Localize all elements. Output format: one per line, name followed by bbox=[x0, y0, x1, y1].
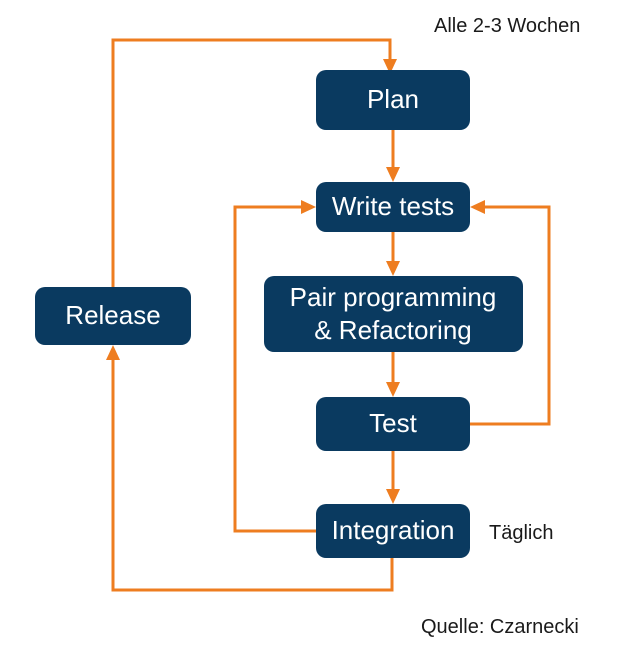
arrow-head-icon bbox=[301, 200, 316, 214]
arrow-head-icon bbox=[386, 489, 400, 504]
node-plan-label: Plan bbox=[367, 84, 419, 114]
node-test[interactable]: Test bbox=[316, 397, 470, 451]
arrow-head-icon bbox=[470, 200, 485, 214]
node-integration-label: Integration bbox=[332, 515, 455, 545]
node-plan[interactable]: Plan bbox=[316, 70, 470, 130]
annotation-source: Quelle: Czarnecki bbox=[421, 616, 579, 638]
node-integration-rect[interactable] bbox=[316, 504, 470, 558]
node-release-rect[interactable] bbox=[35, 287, 191, 345]
node-test-rect[interactable] bbox=[316, 397, 470, 451]
node-test-label: Test bbox=[369, 408, 417, 438]
edge-test-to-integration bbox=[386, 451, 400, 504]
edge-integration-to-write-tests bbox=[233, 200, 316, 533]
arrow-head-icon bbox=[383, 59, 397, 74]
node-release-label: Release bbox=[65, 300, 160, 330]
node-pair-programming-rect[interactable] bbox=[264, 276, 523, 352]
arrow-head-icon bbox=[386, 167, 400, 182]
edge-write-tests-to-pair bbox=[386, 232, 400, 276]
edge-test-to-write-tests bbox=[470, 200, 551, 426]
edge-integration-to-release bbox=[106, 345, 394, 592]
node-pair-programming-label-line1: Pair programming bbox=[290, 282, 497, 312]
node-pair-programming-label-line2: & Refactoring bbox=[314, 315, 472, 345]
node-plan-rect[interactable] bbox=[316, 70, 470, 130]
annotation-iteration-cadence: Alle 2-3 Wochen bbox=[434, 15, 580, 37]
node-release[interactable]: Release bbox=[35, 287, 191, 345]
arrow-head-icon bbox=[386, 261, 400, 276]
node-write-tests-rect[interactable] bbox=[316, 182, 470, 232]
annotation-daily-cadence: Täglich bbox=[489, 522, 553, 544]
node-write-tests-label: Write tests bbox=[332, 191, 454, 221]
node-integration[interactable]: Integration bbox=[316, 504, 470, 558]
edge-pair-to-test bbox=[386, 352, 400, 397]
node-pair-programming[interactable]: Pair programming & Refactoring bbox=[264, 276, 523, 352]
node-write-tests[interactable]: Write tests bbox=[316, 182, 470, 232]
edge-plan-to-write-tests bbox=[386, 130, 400, 182]
arrow-head-icon bbox=[386, 382, 400, 397]
arrow-head-icon bbox=[106, 345, 120, 360]
edge-release-to-plan bbox=[111, 38, 397, 287]
